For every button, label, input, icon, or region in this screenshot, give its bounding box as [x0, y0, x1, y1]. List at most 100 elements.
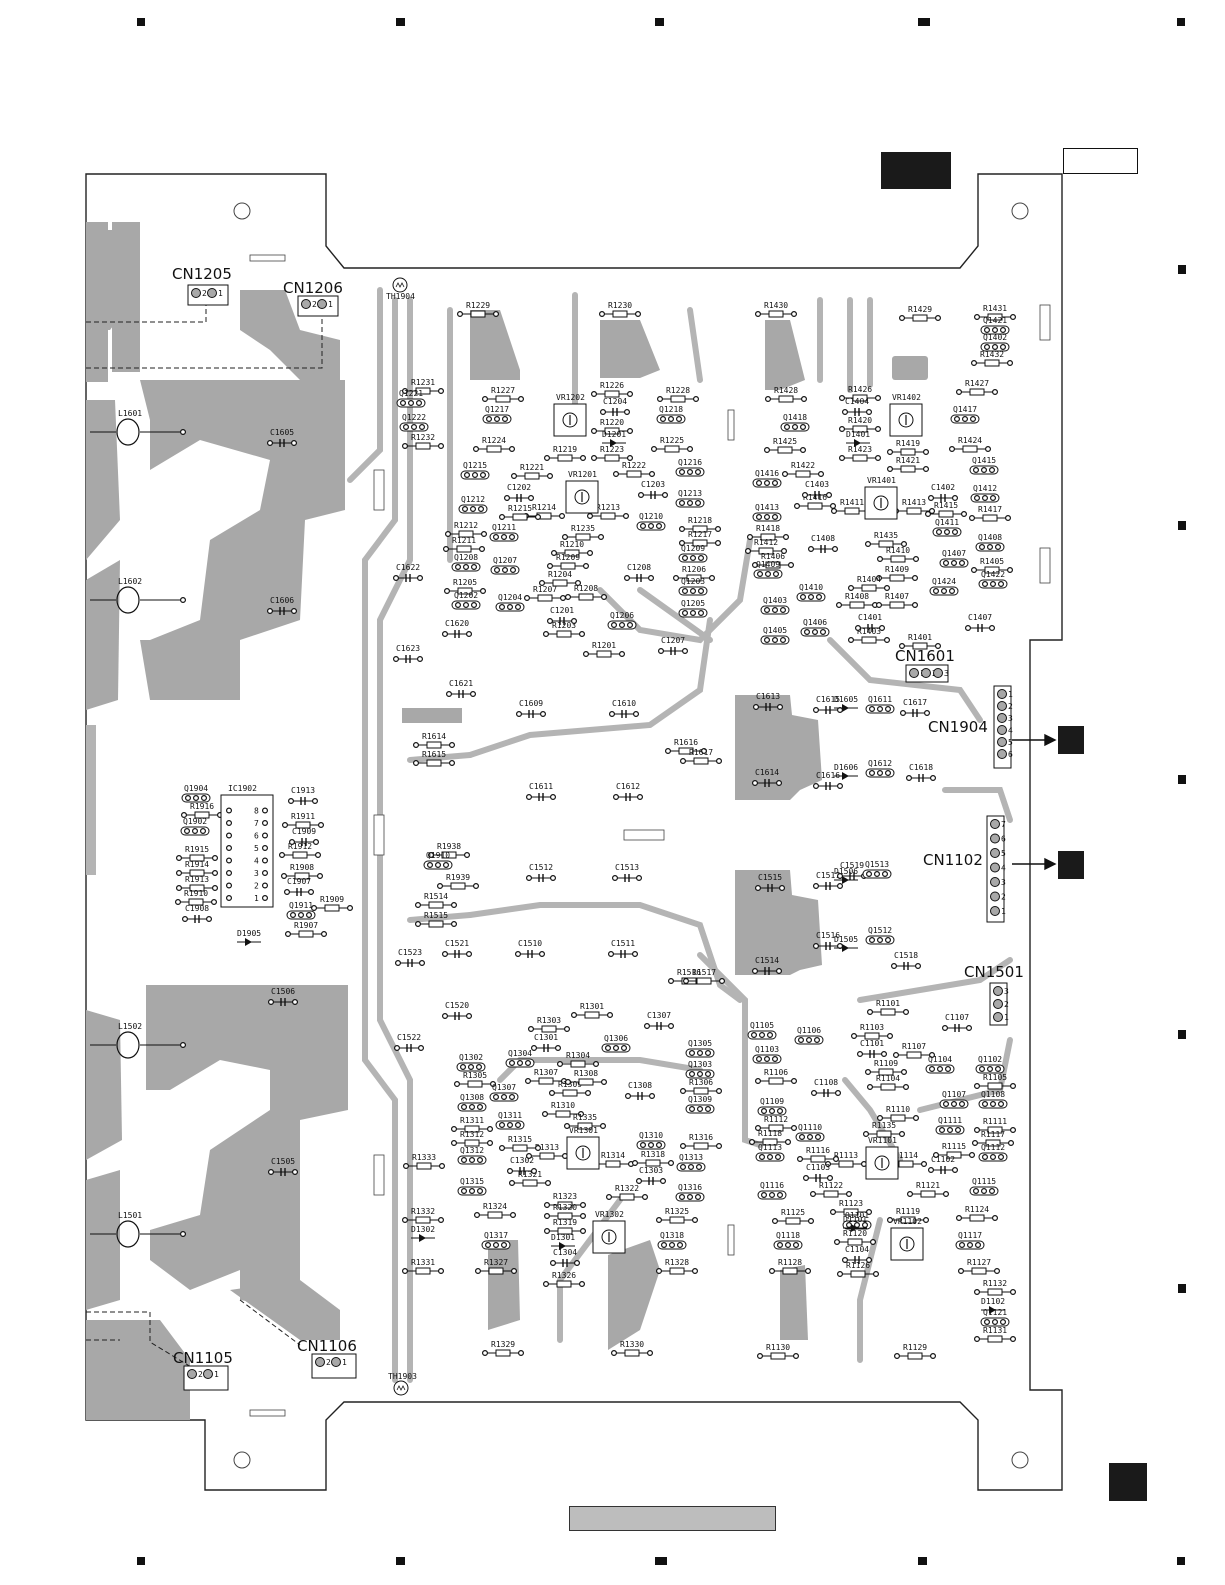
capacitor-label: C1609	[519, 699, 543, 708]
jumpers	[86, 305, 323, 1371]
solder-pad	[317, 872, 324, 879]
cn1904-label: CN1904	[928, 718, 988, 736]
transistor-label: Q1402	[983, 333, 1007, 342]
resistor-body	[907, 1352, 923, 1360]
resistor-label: R1425	[773, 437, 797, 446]
resistor-body	[188, 898, 204, 906]
solder-pad	[679, 757, 686, 764]
solder-pad	[678, 500, 685, 507]
solder-pad	[997, 1100, 1004, 1107]
resistor-body	[852, 454, 868, 462]
solder-pad	[494, 566, 501, 573]
resistor-label: R1430	[764, 301, 788, 310]
diode-label: D1401	[846, 430, 870, 439]
resistor-body	[488, 1267, 504, 1275]
solder-pad	[847, 584, 854, 591]
solder-pad	[268, 1168, 275, 1175]
solder-pad	[510, 1211, 517, 1218]
solder-pad	[313, 838, 320, 845]
resistor-body	[912, 314, 928, 322]
solder-pad	[306, 911, 313, 918]
resistor-label: R1308	[574, 1069, 598, 1078]
solder-pad	[443, 545, 450, 552]
resistor-body	[760, 533, 776, 541]
solder-pad	[911, 601, 918, 608]
solder-pad	[756, 570, 763, 577]
resistor-label: R1515	[424, 911, 448, 920]
solder-pad	[449, 741, 456, 748]
ic-pin-label: 3	[254, 869, 259, 878]
solder-pad	[763, 636, 770, 643]
capacitor-label: C1401	[858, 613, 882, 622]
solder-pad	[451, 1125, 458, 1132]
resistor-label: R1231	[411, 378, 435, 387]
solder-pad	[610, 621, 617, 628]
solder-pad	[927, 1166, 934, 1173]
resistor-body	[538, 1077, 554, 1085]
diode-body	[989, 1306, 996, 1314]
solder-pad	[856, 1050, 863, 1057]
solder-pad	[1009, 1335, 1016, 1342]
solder-pad	[308, 888, 315, 895]
ic-pin-label: 6	[254, 832, 259, 841]
resistor-label: R1307	[534, 1068, 558, 1077]
solder-pad	[655, 1216, 662, 1223]
resistor-label: R1413	[902, 498, 926, 507]
solder-pad	[561, 533, 568, 540]
solder-pad	[262, 844, 269, 851]
resistor-label: R1914	[185, 860, 209, 869]
solder-pad	[411, 424, 418, 431]
transistor-label: Q1308	[460, 1093, 484, 1102]
solder-pad	[612, 1044, 619, 1051]
cn1501-pin	[993, 999, 1003, 1009]
cn1904-pin	[997, 749, 1007, 759]
solder-pad	[470, 690, 477, 697]
solder-pad	[875, 574, 882, 581]
resistor-body	[987, 1082, 1003, 1090]
resistor-label: R1617	[689, 748, 713, 757]
solder-pad	[922, 466, 929, 473]
resistor-body	[876, 1130, 892, 1138]
solder-pad	[831, 545, 838, 552]
solder-pad	[768, 1191, 775, 1198]
solder-pad	[798, 1133, 805, 1140]
solder-pad	[590, 428, 597, 435]
solder-pad	[802, 1174, 809, 1181]
capacitor-label: C1612	[616, 782, 640, 791]
solder-pad	[660, 1241, 667, 1248]
transistor-label: Q1416	[755, 469, 779, 478]
solder-pad	[530, 1167, 537, 1174]
solder-pad	[997, 1153, 1004, 1160]
solder-pad	[764, 570, 771, 577]
solder-pad	[792, 1352, 799, 1359]
solder-pad	[968, 1151, 975, 1158]
solder-pad	[442, 950, 449, 957]
solder-pad	[833, 1238, 840, 1245]
solder-pad	[861, 1221, 868, 1228]
resistor-body	[604, 454, 620, 462]
resistor-body	[495, 395, 511, 403]
resistor-label: R1304	[566, 1051, 590, 1060]
solder-pad	[451, 1139, 458, 1146]
resistor-label: R1407	[885, 592, 909, 601]
solder-pad	[751, 561, 758, 568]
resistor-label: R1325	[665, 1207, 689, 1216]
ic-pin-label: 7	[254, 819, 259, 828]
resistor-body	[556, 630, 572, 638]
solder-pad	[958, 559, 965, 566]
solder-pad	[784, 1241, 791, 1248]
resistor-body	[768, 310, 784, 318]
solder-pad	[445, 530, 452, 537]
solder-pad	[755, 1055, 762, 1062]
solder-pad	[922, 449, 929, 456]
solder-pad	[980, 467, 987, 474]
transistor-label: Q1407	[942, 549, 966, 558]
diode-body	[842, 772, 849, 780]
capacitor-label: C1909	[292, 827, 316, 836]
resistor-label: R1214	[532, 503, 556, 512]
solder-pad	[973, 1288, 980, 1295]
solder-pad	[841, 1256, 848, 1263]
resistor-body	[557, 1201, 573, 1209]
capacitor-label: C1208	[627, 563, 651, 572]
resistor-body	[557, 454, 573, 462]
